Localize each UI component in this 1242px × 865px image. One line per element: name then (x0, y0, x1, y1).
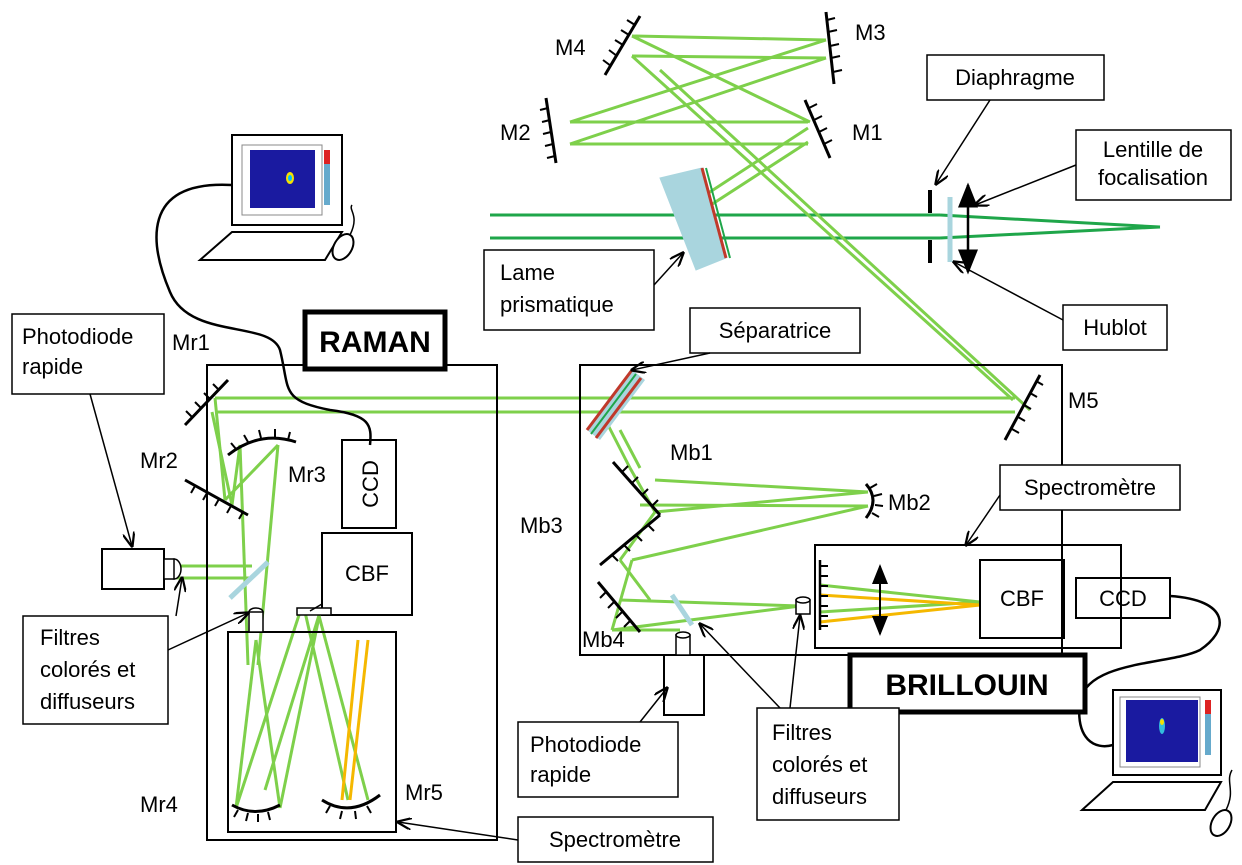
focused-beam-lower (939, 225, 1161, 240)
mirror-m5 (1003, 374, 1044, 441)
brillouin-beams (606, 424, 981, 632)
mirror-m2 (539, 97, 558, 164)
computer-brillouin (1079, 689, 1233, 837)
raman-ccd (341, 439, 397, 529)
raman-grating (296, 603, 332, 616)
brillouin-filter-entrance (795, 596, 811, 615)
callout-filtres-mid: Filtres colorés et diffuseurs (700, 616, 900, 821)
callout-photodiode-left: Photodiode rapide (11, 313, 165, 546)
mirror-mb3 (599, 461, 662, 567)
callout-separatrice: Séparatrice (632, 307, 861, 370)
svg-text:rapide: rapide (530, 762, 591, 787)
cable-brillouin-ccd (1077, 594, 1221, 748)
raman-frame (206, 364, 498, 841)
label-mr1: Mr1 (172, 330, 210, 355)
svg-text:colorés et: colorés et (772, 752, 867, 777)
label-mb1: Mb1 (670, 440, 713, 465)
photodiode-left-cap (163, 558, 175, 580)
svg-text:Filtres: Filtres (772, 720, 832, 745)
label-mr5: Mr5 (405, 780, 443, 805)
label-mr2: Mr2 (140, 448, 178, 473)
callout-spectrometre-top: Spectromètre (966, 464, 1181, 545)
mirror-mr4 (231, 803, 281, 822)
callout-filtres-left: Filtres colorés et diffuseurs (22, 578, 248, 725)
svg-text:prismatique: prismatique (500, 292, 614, 317)
mirror-mb2 (864, 483, 884, 519)
raman-cbf (321, 532, 413, 616)
raman-beamsplitter (228, 560, 270, 600)
brillouin-slit-grating (818, 560, 828, 630)
svg-text:Spectromètre: Spectromètre (1024, 475, 1156, 500)
svg-text:Diaphragme: Diaphragme (955, 65, 1075, 90)
cable-raman-ccd (155, 183, 372, 446)
computer-raman (197, 134, 355, 261)
label-m1: M1 (852, 120, 883, 145)
raman-beams (170, 397, 370, 809)
svg-text:Séparatrice: Séparatrice (719, 318, 832, 343)
brillouin-ccd (1075, 577, 1171, 619)
mirror-m3 (824, 11, 843, 85)
raman-ccd-label: CCD (358, 460, 383, 508)
callout-diaphragme: Diaphragme (926, 54, 1105, 184)
svg-text:focalisation: focalisation (1098, 165, 1208, 190)
svg-text:Filtres: Filtres (40, 625, 100, 650)
photodiode-mid (663, 631, 705, 716)
mirror-m4 (602, 15, 642, 76)
svg-text:Hublot: Hublot (1083, 315, 1147, 340)
svg-text:diffuseurs: diffuseurs (772, 784, 867, 809)
photodiode-left (101, 548, 165, 590)
callout-photodiode-mid: Photodiode rapide (517, 688, 679, 798)
label-mb2: Mb2 (888, 490, 931, 515)
mirror-mr3 (227, 429, 297, 457)
raman-title: RAMAN (319, 326, 431, 359)
brillouin-title-box (847, 652, 1088, 715)
label-mr3: Mr3 (288, 462, 326, 487)
label-mb3: Mb3 (520, 513, 563, 538)
raman-title-box (302, 309, 448, 372)
label-m4: M4 (555, 35, 586, 60)
mirror-mr1 (183, 378, 230, 427)
brillouin-ccd-label: CCD (1099, 586, 1147, 611)
svg-text:Lame: Lame (500, 260, 555, 285)
callout-lame-prismatique: Lame prismatique (483, 249, 683, 331)
mirror-mb4 (596, 581, 642, 633)
raman-cbf-label: CBF (345, 561, 389, 586)
brillouin-beamsplitter (669, 593, 695, 627)
mirror-mr5 (321, 793, 381, 820)
delay-line-beams (569, 34, 1032, 412)
raman-spectro-slit (248, 611, 264, 633)
svg-text:Photodiode: Photodiode (530, 732, 641, 757)
brillouin-cbf-label: CBF (1000, 586, 1044, 611)
brillouin-orange-beams (819, 593, 981, 624)
mirror-m1 (803, 99, 833, 159)
raman-spectrometer (227, 631, 397, 833)
label-mb4: Mb4 (582, 627, 625, 652)
svg-text:Photodiode: Photodiode (22, 324, 133, 349)
prismatic-plate (659, 167, 731, 271)
focused-beam-upper (939, 213, 1161, 229)
mirror-mr2 (184, 478, 249, 520)
svg-text:Spectromètre: Spectromètre (549, 827, 681, 852)
svg-text:colorés et: colorés et (40, 657, 135, 682)
label-m3: M3 (855, 20, 886, 45)
callout-spectrometre-bottom: Spectromètre (398, 816, 714, 863)
svg-text:rapide: rapide (22, 354, 83, 379)
callout-hublot: Hublot (954, 262, 1168, 351)
brillouin-title: BRILLOUIN (885, 669, 1048, 702)
brillouin-cbf (979, 559, 1065, 639)
svg-text:Lentille de: Lentille de (1103, 137, 1203, 162)
label-m5: M5 (1068, 388, 1099, 413)
svg-text:diffuseurs: diffuseurs (40, 689, 135, 714)
callout-lentille: Lentille de focalisation (975, 129, 1232, 205)
label-mr4: Mr4 (140, 792, 178, 817)
raman-orange-beams (340, 639, 370, 801)
label-m2: M2 (500, 120, 531, 145)
beam-separator (585, 369, 645, 440)
